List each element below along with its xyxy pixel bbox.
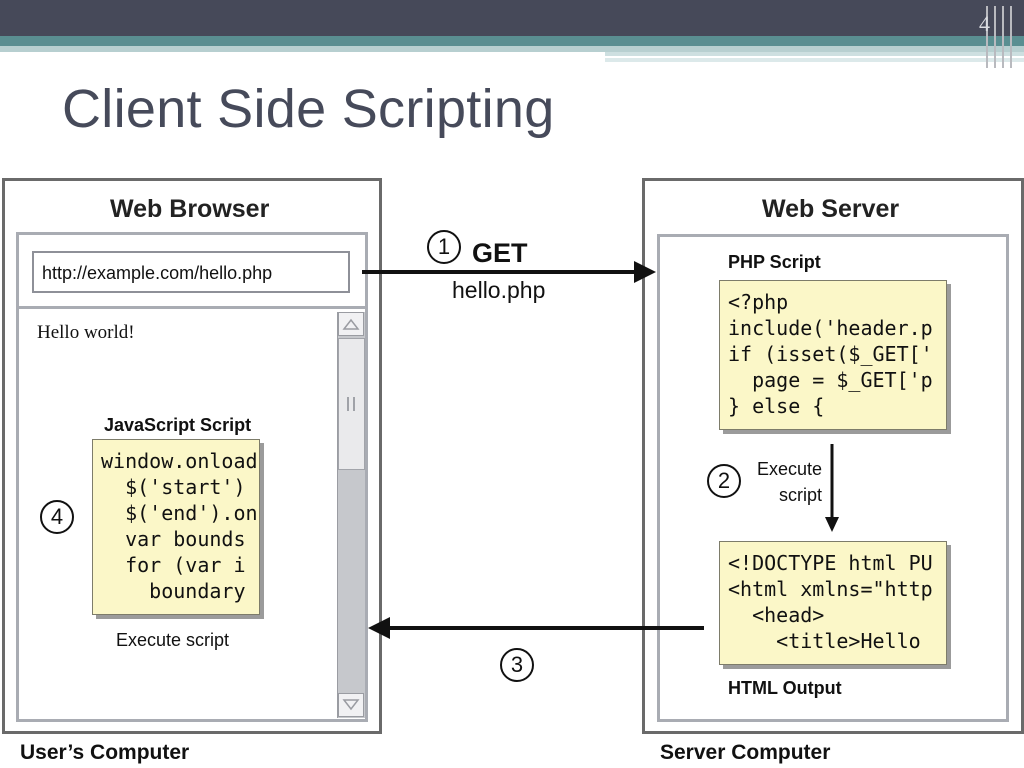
execute-script-label: Execute script — [116, 630, 230, 650]
html-output-label: HTML Output — [728, 678, 842, 698]
scroll-thumb — [338, 338, 365, 470]
slide-accent-stripe — [0, 36, 1024, 46]
users-computer-label: User’s Computer — [20, 741, 190, 764]
web-server-title: Web Server — [762, 195, 900, 223]
slide-accent-stripe-light — [0, 46, 1024, 52]
js-code-box: window.onload $('start') $('end').on var… — [92, 439, 260, 615]
triangle-down-icon — [342, 699, 360, 711]
html-output-box: <!DOCTYPE html PU <html xmlns="http <hea… — [719, 541, 947, 665]
step-2-badge: 2 — [707, 464, 741, 498]
step-4-badge: 4 — [40, 500, 74, 534]
step-1-badge: 1 — [427, 230, 461, 264]
js-script-label: JavaScript Script — [104, 415, 252, 435]
slide-accent-line — [605, 52, 1024, 56]
request-arrow-head — [634, 261, 656, 283]
server-execute-label: Execute script — [757, 459, 823, 505]
decorative-bars — [986, 6, 1012, 68]
php-script-label: PHP Script — [728, 252, 821, 272]
execute-arrow-head — [825, 517, 839, 532]
page-number: 4 — [979, 11, 990, 36]
step-3-badge: 3 — [500, 648, 534, 682]
slide-accent-line — [605, 58, 1024, 62]
request-file: hello.php — [452, 277, 546, 303]
triangle-up-icon — [342, 318, 360, 330]
request-method: GET — [472, 238, 528, 268]
scroll-up-button — [338, 312, 364, 336]
slide-top-bar — [0, 0, 1024, 36]
slide-title: Client Side Scripting — [62, 79, 555, 139]
server-computer-label: Server Computer — [660, 741, 831, 764]
php-code-box: <?php include('header.p if (isset($_GET[… — [719, 280, 947, 430]
page-content-text: Hello world! — [37, 322, 135, 343]
web-browser-title: Web Browser — [110, 195, 270, 223]
scroll-down-button — [338, 693, 364, 717]
grip-icon — [347, 397, 355, 411]
response-arrow-head — [368, 617, 390, 639]
url-field: http://example.com/hello.php — [32, 251, 350, 293]
